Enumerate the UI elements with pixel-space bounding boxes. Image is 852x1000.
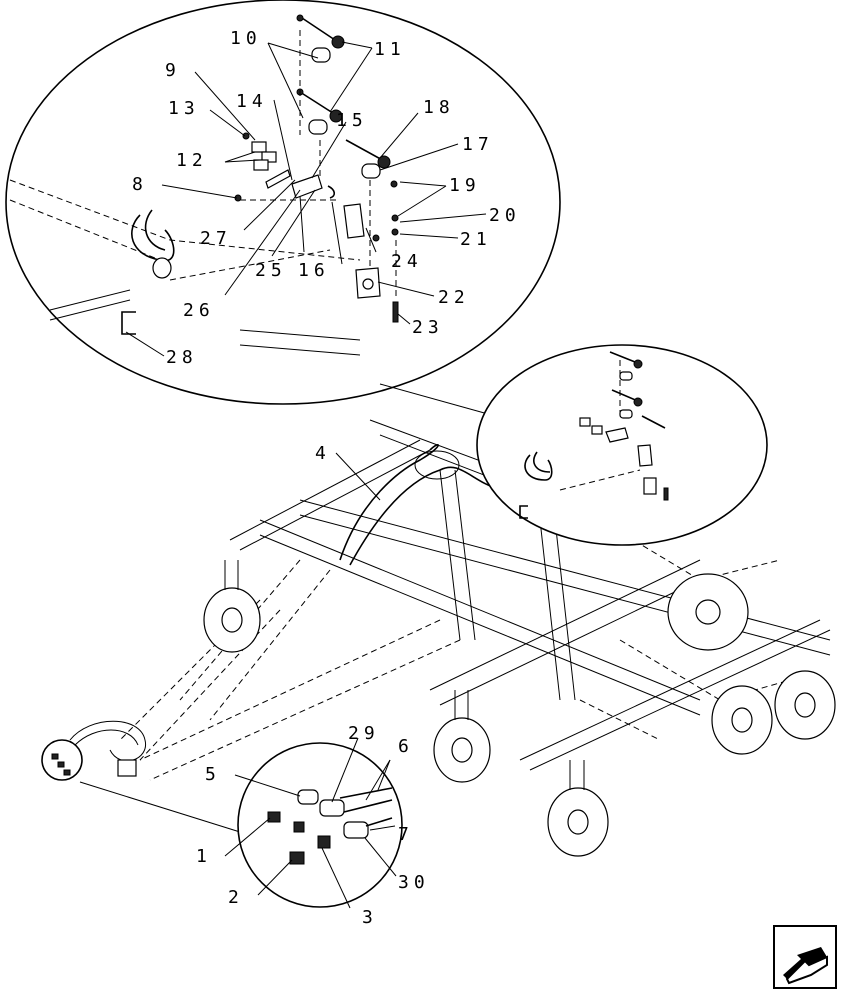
callout-3: 3 — [362, 907, 378, 928]
detail-link-line — [379, 383, 489, 415]
leader-4 — [335, 452, 381, 501]
callout-27: 27 — [200, 228, 232, 249]
callout-18: 18 — [423, 97, 455, 118]
callout-11: 11 — [374, 39, 406, 60]
leader-coupler — [79, 781, 241, 833]
callout-9: 9 — [165, 60, 181, 81]
callout-19: 19 — [449, 175, 481, 196]
previous-arrow-icon[interactable] — [773, 925, 837, 989]
small-detail-parts — [519, 351, 669, 519]
callout-2: 2 — [228, 887, 244, 908]
callout-15: 15 — [336, 110, 368, 131]
callout-29: 29 — [348, 723, 380, 744]
callout-10: 10 — [230, 28, 262, 49]
callout-6: 6 — [398, 736, 414, 757]
callout-23: 23 — [412, 317, 444, 338]
small-detail-bubble — [476, 344, 768, 546]
callout-30: 30 — [398, 872, 430, 893]
callout-22: 22 — [438, 287, 470, 308]
callout-5: 5 — [205, 764, 221, 785]
coupler-leader-lines — [224, 737, 397, 909]
coupler-detail-icon — [51, 753, 71, 776]
top-detail-parts — [9, 14, 399, 356]
callout-4: 4 — [315, 443, 331, 464]
callout-8: 8 — [132, 174, 148, 195]
hose-coupler-bundle — [69, 720, 146, 777]
callout-1: 1 — [196, 846, 212, 867]
top-detail-bubble — [5, 0, 561, 405]
callout-labels: 10 11 9 13 14 15 18 17 12 19 8 20 27 21 … — [132, 28, 521, 928]
coupler-detail-parts — [267, 787, 393, 865]
callout-25: 25 — [255, 260, 287, 281]
callout-28: 28 — [166, 347, 198, 368]
callout-13: 13 — [168, 98, 200, 119]
callout-20: 20 — [489, 205, 521, 226]
callout-7: 7 — [398, 824, 414, 845]
callout-24: 24 — [391, 251, 423, 272]
callout-14: 14 — [236, 91, 268, 112]
callout-16: 16 — [298, 260, 330, 281]
coupler-detail-large-bubble — [237, 742, 403, 908]
gauge-wheels — [203, 560, 836, 857]
callout-12: 12 — [176, 150, 208, 171]
callout-21: 21 — [460, 229, 492, 250]
callout-26: 26 — [183, 300, 215, 321]
top-leader-lines — [125, 41, 487, 357]
coupler-detail-bubble — [41, 739, 83, 781]
callout-17: 17 — [462, 134, 494, 155]
